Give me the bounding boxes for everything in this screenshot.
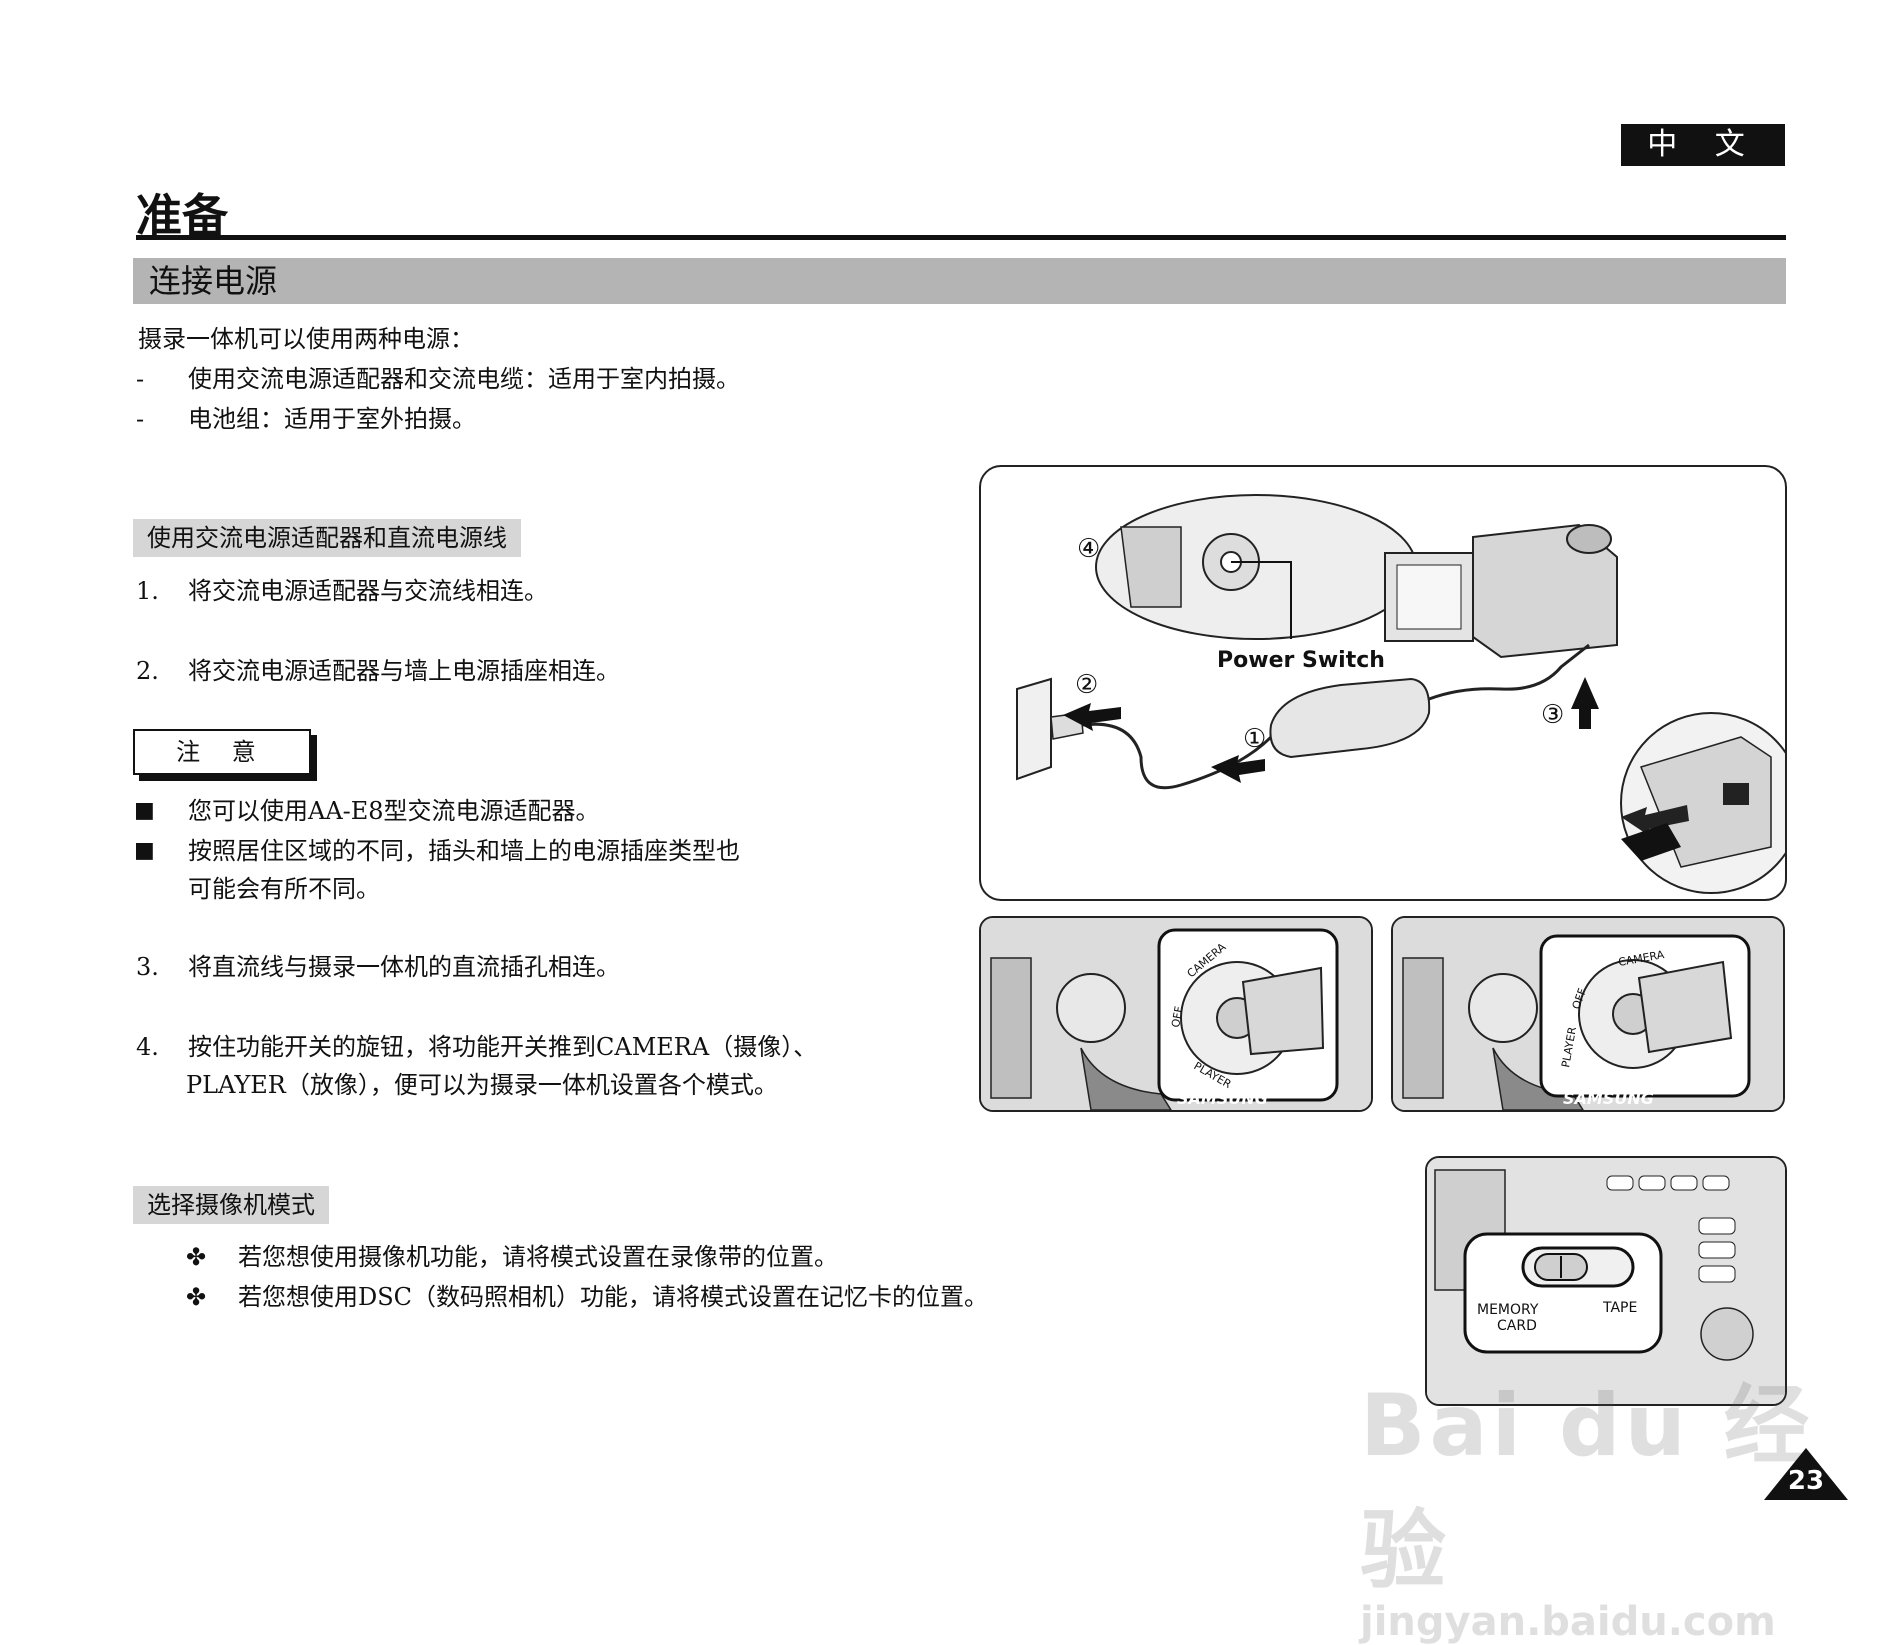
step-text: 按住功能开关的旋钮，将功能开关推到CAMERA（摄像）、 bbox=[188, 1033, 818, 1061]
mode-item: 若您想使用摄像机功能，请将模式设置在录像带的位置。 bbox=[238, 1243, 838, 1271]
watermark: Bai du 经验 jingyan.baidu.com bbox=[1360, 1355, 1897, 1645]
dial-illustration: CAMERA OFF PLAYER SAMSUNG bbox=[1393, 918, 1783, 1110]
callout-2: ② bbox=[1075, 670, 1098, 700]
speaker-grille bbox=[1700, 1307, 1754, 1361]
dial-lever bbox=[1637, 960, 1733, 1054]
watermark-logo: Bai du 经验 bbox=[1360, 1376, 1814, 1601]
intro-bullet: - bbox=[136, 405, 145, 433]
mode-heading: 选择摄像机模式 bbox=[133, 1186, 329, 1224]
lcd-screen bbox=[1396, 564, 1462, 630]
control-button bbox=[1698, 1265, 1736, 1283]
camcorder-edge bbox=[990, 957, 1032, 1099]
mode-bullet: ✤ bbox=[186, 1283, 207, 1311]
step-text: 将交流电源适配器与墙上电源插座相连。 bbox=[188, 657, 620, 685]
page-number: 23 bbox=[1787, 1466, 1825, 1496]
control-button bbox=[1670, 1175, 1698, 1191]
power-switch-leader bbox=[1231, 561, 1292, 639]
dial-small bbox=[1468, 973, 1538, 1043]
intro-item: 使用交流电源适配器和交流电缆：适用于室内拍摄。 bbox=[188, 365, 740, 393]
step-text: 将直流线与摄录一体机的直流插孔相连。 bbox=[188, 953, 620, 981]
callout-1: ① bbox=[1243, 724, 1266, 754]
control-button bbox=[1702, 1175, 1730, 1191]
camcorder-edge bbox=[1402, 957, 1444, 1099]
power-connection-figure: Power Switch ① ② ③ ④ bbox=[979, 465, 1787, 901]
note-label: 注 意 bbox=[133, 729, 311, 775]
arrow-icon bbox=[1063, 703, 1121, 731]
camcorder-body-detail bbox=[1120, 526, 1182, 608]
note-text: 按照居住区域的不同，插头和墙上的电源插座类型也 bbox=[188, 837, 740, 865]
dial-small bbox=[1056, 973, 1126, 1043]
intro-bullet: - bbox=[136, 365, 145, 393]
mode-switch-illustration: MEMORY CARD TAPE bbox=[1427, 1158, 1785, 1404]
ac-cord bbox=[1082, 722, 1273, 790]
note-text: 可能会有所不同。 bbox=[188, 875, 380, 903]
page-title: 准备 bbox=[136, 189, 228, 243]
dc-jack bbox=[1723, 783, 1749, 805]
page-number-triangle bbox=[1764, 1448, 1848, 1500]
mode-switch-figure: MEMORY CARD TAPE bbox=[1425, 1156, 1787, 1406]
callout-3: ③ bbox=[1541, 700, 1564, 730]
note-text: 您可以使用AA-E8型交流电源适配器。 bbox=[188, 797, 600, 825]
step-text: PLAYER（放像），便可以为摄录一体机设置各个模式。 bbox=[186, 1071, 778, 1099]
wall-outlet bbox=[1016, 677, 1052, 781]
memory-label: MEMORY bbox=[1477, 1302, 1539, 1318]
section-title: 连接电源 bbox=[133, 258, 1786, 304]
step-text: 将交流电源适配器与交流线相连。 bbox=[188, 577, 548, 605]
step-number: 2. bbox=[136, 657, 159, 685]
tape-label: TAPE bbox=[1602, 1300, 1637, 1316]
dial-figure-camera: CAMERA OFF PLAYER SAMSUNG bbox=[979, 916, 1373, 1112]
arrow-icon bbox=[1571, 677, 1599, 729]
step-number: 1. bbox=[136, 577, 159, 605]
note-bullet: ■ bbox=[134, 798, 155, 823]
dc-cord bbox=[1428, 643, 1590, 701]
step-number: 4. bbox=[136, 1033, 159, 1061]
card-label: CARD bbox=[1497, 1318, 1537, 1334]
camcorder-viewfinder bbox=[1566, 524, 1612, 554]
control-button bbox=[1606, 1175, 1634, 1191]
watermark-url: jingyan.baidu.com bbox=[1360, 1599, 1776, 1645]
callout-4: ④ bbox=[1077, 534, 1100, 564]
control-button bbox=[1698, 1217, 1736, 1235]
step-number: 3. bbox=[136, 953, 159, 981]
control-button bbox=[1638, 1175, 1666, 1191]
title-rule bbox=[136, 235, 1786, 240]
dial-lever bbox=[1241, 966, 1325, 1056]
power-connection-illustration: Power Switch ① ② ③ ④ bbox=[1016, 494, 1785, 894]
brand-label: SAMSUNG bbox=[1177, 1089, 1268, 1108]
intro-item: 电池组：适用于室外拍摄。 bbox=[188, 405, 476, 433]
arrow-icon bbox=[1621, 823, 1681, 861]
language-tab: 中 文 bbox=[1621, 124, 1785, 166]
arrow-icon bbox=[1211, 755, 1265, 783]
hand-strap bbox=[1080, 1047, 1172, 1110]
intro-text: 摄录一体机可以使用两种电源： bbox=[138, 325, 474, 353]
brand-label: SAMSUNG bbox=[1563, 1089, 1654, 1108]
power-switch-label: Power Switch bbox=[1217, 648, 1385, 673]
adapter-heading: 使用交流电源适配器和直流电源线 bbox=[133, 519, 521, 557]
arrow-icon bbox=[1621, 805, 1689, 837]
ac-adapter bbox=[1269, 677, 1431, 759]
note-bullet: ■ bbox=[134, 838, 155, 863]
dial-label-off: OFF bbox=[1169, 1005, 1186, 1028]
camcorder-body bbox=[1472, 523, 1618, 659]
mode-bullet: ✤ bbox=[186, 1243, 207, 1271]
dial-figure-player: CAMERA OFF PLAYER SAMSUNG bbox=[1391, 916, 1785, 1112]
dial-illustration: CAMERA OFF PLAYER SAMSUNG bbox=[981, 918, 1371, 1110]
control-button bbox=[1698, 1241, 1736, 1259]
mode-item: 若您想使用DSC（数码照相机）功能，请将模式设置在记忆卡的位置。 bbox=[238, 1283, 989, 1311]
